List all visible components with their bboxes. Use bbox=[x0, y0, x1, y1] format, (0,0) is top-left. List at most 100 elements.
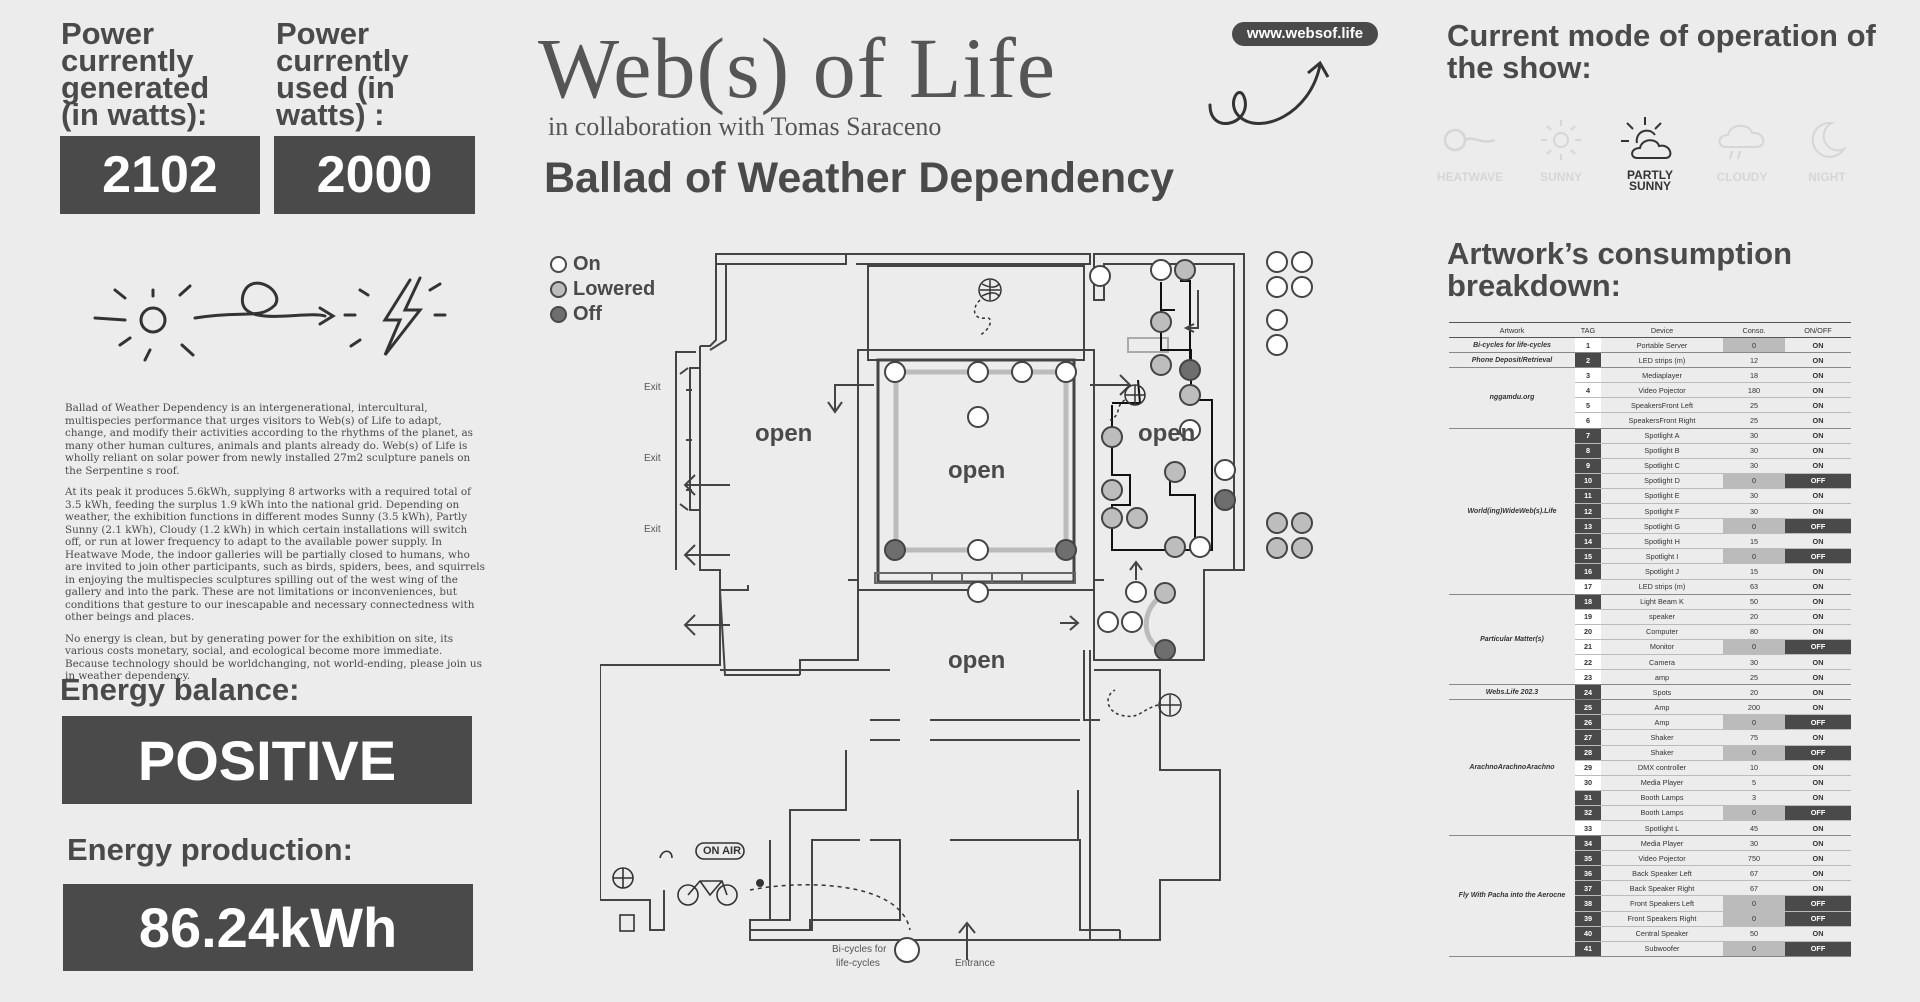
tag-cell: 21 bbox=[1575, 639, 1601, 655]
status-cell: ON bbox=[1785, 760, 1851, 776]
tag-cell: 25 bbox=[1575, 699, 1601, 716]
conso-cell: 67 bbox=[1723, 880, 1785, 897]
arrow-squiggle-icon bbox=[1208, 60, 1330, 125]
tag-cell: 29 bbox=[1575, 760, 1601, 776]
conso-cell: 12 bbox=[1723, 352, 1785, 369]
room-label: open bbox=[948, 457, 1006, 484]
conso-cell: 0 bbox=[1723, 895, 1785, 912]
conso-cell: 30 bbox=[1723, 443, 1785, 459]
tag-cell: 39 bbox=[1575, 911, 1601, 927]
tag-cell: 28 bbox=[1575, 745, 1601, 761]
tag-cell: 33 bbox=[1575, 820, 1601, 837]
status-cell: OFF bbox=[1785, 548, 1851, 565]
device-cell: Front Speakers Right bbox=[1601, 911, 1723, 927]
description-paragraph: No energy is clean, but by generating po… bbox=[65, 632, 482, 683]
device-cell: Spotlight A bbox=[1601, 428, 1723, 444]
status-cell: ON bbox=[1785, 382, 1851, 399]
col-onoff: ON/OFF bbox=[1785, 322, 1851, 338]
conso-cell: 180 bbox=[1723, 382, 1785, 399]
device-cell: DMX controller bbox=[1601, 760, 1723, 776]
device-cell: Front Speakers Left bbox=[1601, 895, 1723, 912]
status-cell: ON bbox=[1785, 412, 1851, 429]
status-cell: OFF bbox=[1785, 714, 1851, 731]
tag-cell: 2 bbox=[1575, 352, 1601, 369]
power-used-value: 2000 bbox=[274, 136, 475, 214]
tag-cell: 3 bbox=[1575, 367, 1601, 384]
legend-lowered: Lowered bbox=[550, 277, 655, 302]
device-cell: Media Player bbox=[1601, 775, 1723, 791]
status-cell: ON bbox=[1785, 367, 1851, 384]
conso-cell: 0 bbox=[1723, 941, 1785, 957]
tag-cell: 17 bbox=[1575, 579, 1601, 595]
status-cell: ON bbox=[1785, 533, 1851, 550]
website-link[interactable]: www.websof.life bbox=[1232, 22, 1378, 46]
status-cell: ON bbox=[1785, 397, 1851, 414]
power-used-label: Power currently used (in watts) : bbox=[276, 16, 409, 132]
conso-cell: 20 bbox=[1723, 609, 1785, 625]
conso-cell: 0 bbox=[1723, 473, 1785, 489]
status-cell: OFF bbox=[1785, 895, 1851, 912]
status-cell: ON bbox=[1785, 428, 1851, 444]
conso-cell: 18 bbox=[1723, 367, 1785, 384]
device-cell: SpeakersFront Right bbox=[1601, 412, 1723, 429]
status-cell: ON bbox=[1785, 503, 1851, 520]
artwork-cell: nggamdu.org bbox=[1449, 367, 1575, 429]
room-label: open bbox=[755, 420, 813, 447]
conso-cell: 45 bbox=[1723, 820, 1785, 837]
legend-lowered-label: Lowered bbox=[573, 278, 656, 300]
conso-cell: 10 bbox=[1723, 760, 1785, 776]
tag-cell: 4 bbox=[1575, 382, 1601, 399]
status-cell: ON bbox=[1785, 594, 1851, 610]
conso-cell: 3 bbox=[1723, 790, 1785, 806]
tag-cell: 27 bbox=[1575, 729, 1601, 746]
device-cell: Spotlight J bbox=[1601, 563, 1723, 580]
bicycle-illustration bbox=[612, 842, 745, 932]
status-cell: ON bbox=[1785, 835, 1851, 852]
status-cell: OFF bbox=[1785, 473, 1851, 489]
legend-off-label: Off bbox=[573, 303, 602, 325]
on-dot-icon bbox=[550, 256, 567, 273]
status-cell: OFF bbox=[1785, 941, 1851, 957]
description-paragraph: Ballad of Weather Dependency is an inter… bbox=[65, 402, 474, 477]
moon-icon bbox=[1811, 121, 1847, 158]
tag-cell: 10 bbox=[1575, 473, 1601, 489]
status-cell: ON bbox=[1785, 488, 1851, 505]
mode-label: NIGHT bbox=[1808, 170, 1846, 184]
tag-cell: 20 bbox=[1575, 624, 1601, 640]
conso-cell: 750 bbox=[1723, 850, 1785, 867]
mode-label: SUNNY bbox=[1539, 170, 1582, 184]
bicycles-label: life-cycles bbox=[836, 958, 880, 969]
conso-cell: 30 bbox=[1723, 835, 1785, 852]
status-cell: ON bbox=[1785, 579, 1851, 595]
device-cell: Central Speaker bbox=[1601, 926, 1723, 942]
tag-cell: 8 bbox=[1575, 443, 1601, 459]
status-cell: ON bbox=[1785, 609, 1851, 625]
app-title: Web(s) of Life bbox=[538, 20, 1057, 116]
tag-cell: 12 bbox=[1575, 503, 1601, 520]
status-cell: ON bbox=[1785, 926, 1851, 942]
mode-title: Current mode of operation of the show: bbox=[1447, 18, 1876, 85]
mode-label: HEATWAVE bbox=[1436, 170, 1504, 184]
on-air-badge: ON AIR bbox=[702, 845, 742, 857]
col-artwork: Artwork bbox=[1449, 322, 1575, 338]
tag-cell: 40 bbox=[1575, 926, 1601, 942]
tag-cell: 9 bbox=[1575, 458, 1601, 474]
col-tag: TAG bbox=[1575, 322, 1601, 338]
mode-night: NIGHT bbox=[1782, 110, 1872, 184]
device-cell: Video Pojector bbox=[1601, 382, 1723, 399]
device-cell: Back Speaker Left bbox=[1601, 865, 1723, 882]
tag-cell: 30 bbox=[1575, 775, 1601, 791]
conso-cell: 25 bbox=[1723, 412, 1785, 429]
col-device: Device bbox=[1601, 322, 1723, 338]
device-cell: Video Pojector bbox=[1601, 850, 1723, 867]
